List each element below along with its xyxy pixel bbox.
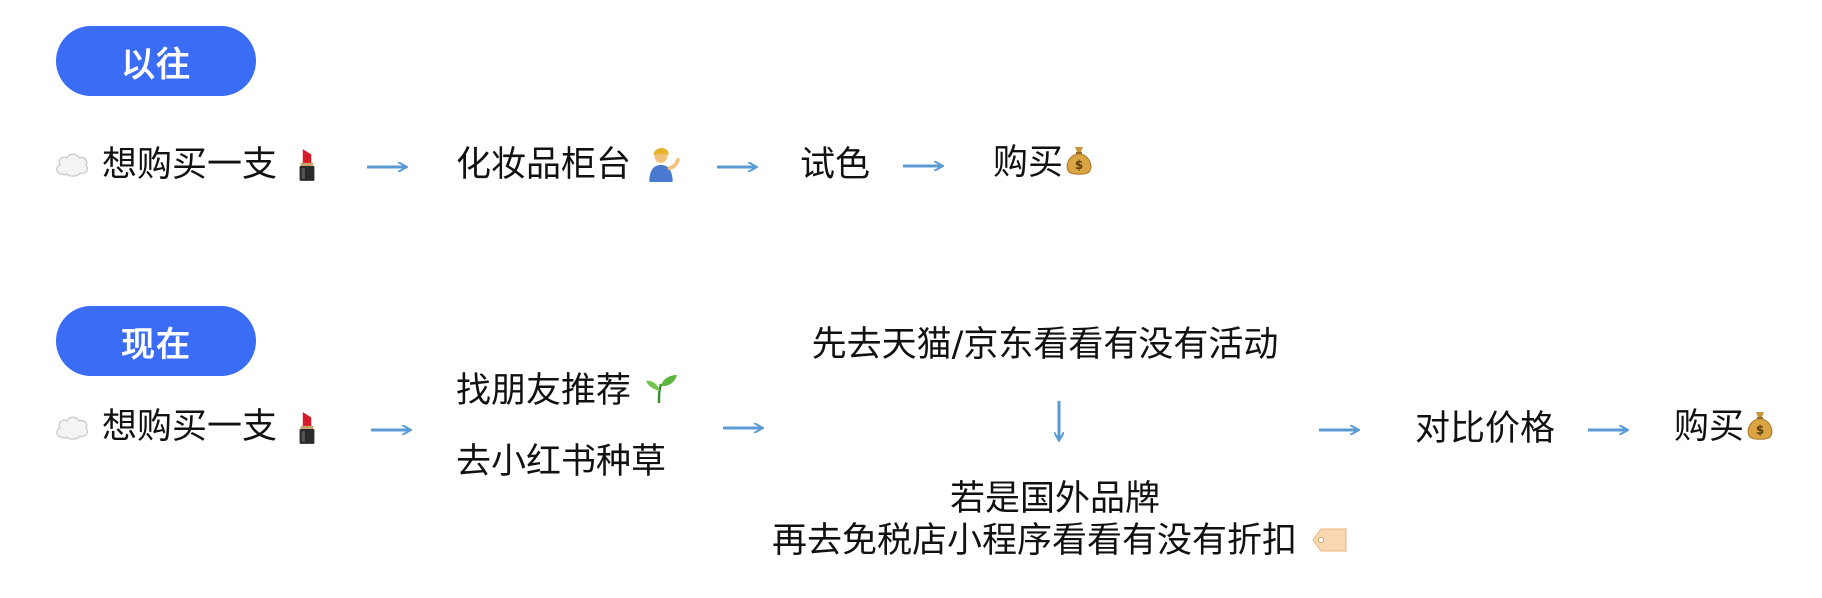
price-tag-icon <box>1312 527 1348 553</box>
now-step-compare: 对比价格 <box>1415 409 1556 449</box>
now-arrow-down <box>1052 401 1066 444</box>
now-arrow-2 <box>723 421 766 435</box>
now-step-buy: 购买 <box>1674 407 1745 447</box>
past-step-buy: 购买 <box>993 143 1064 183</box>
now-arrow-1 <box>371 423 414 437</box>
lipstick-icon <box>295 410 319 446</box>
money-bag-icon <box>1745 408 1775 442</box>
badge-now: 现在 <box>56 306 256 376</box>
now-arrow-4 <box>1588 423 1631 437</box>
past-step-counter: 化妆品柜台 <box>456 145 632 185</box>
badge-past: 以往 <box>56 26 256 96</box>
shop-assistant-icon <box>644 147 680 183</box>
now-arrow-3 <box>1319 423 1362 437</box>
past-arrow-3 <box>903 159 946 173</box>
past-step-want: 想购买一支 <box>102 145 278 185</box>
lipstick-icon <box>295 147 319 183</box>
now-step-foreign-brand: 若是国外品牌 <box>949 479 1160 519</box>
now-step-xiaohongshu: 去小红书种草 <box>456 442 667 482</box>
past-step-try: 试色 <box>800 145 871 185</box>
now-step-dutyfree: 再去免税店小程序看看有没有折扣 <box>772 521 1298 561</box>
now-step-tmall-jd: 先去天猫/京东看看有没有活动 <box>811 325 1279 365</box>
now-step-friend: 找朋友推荐 <box>456 371 632 411</box>
past-arrow-1 <box>367 160 410 174</box>
money-bag-icon <box>1064 143 1094 177</box>
now-step-want: 想购买一支 <box>102 407 278 447</box>
past-arrow-2 <box>717 160 760 174</box>
thought-bubble-icon <box>54 150 90 180</box>
seedling-icon <box>644 372 678 404</box>
thought-bubble-icon <box>54 413 90 443</box>
